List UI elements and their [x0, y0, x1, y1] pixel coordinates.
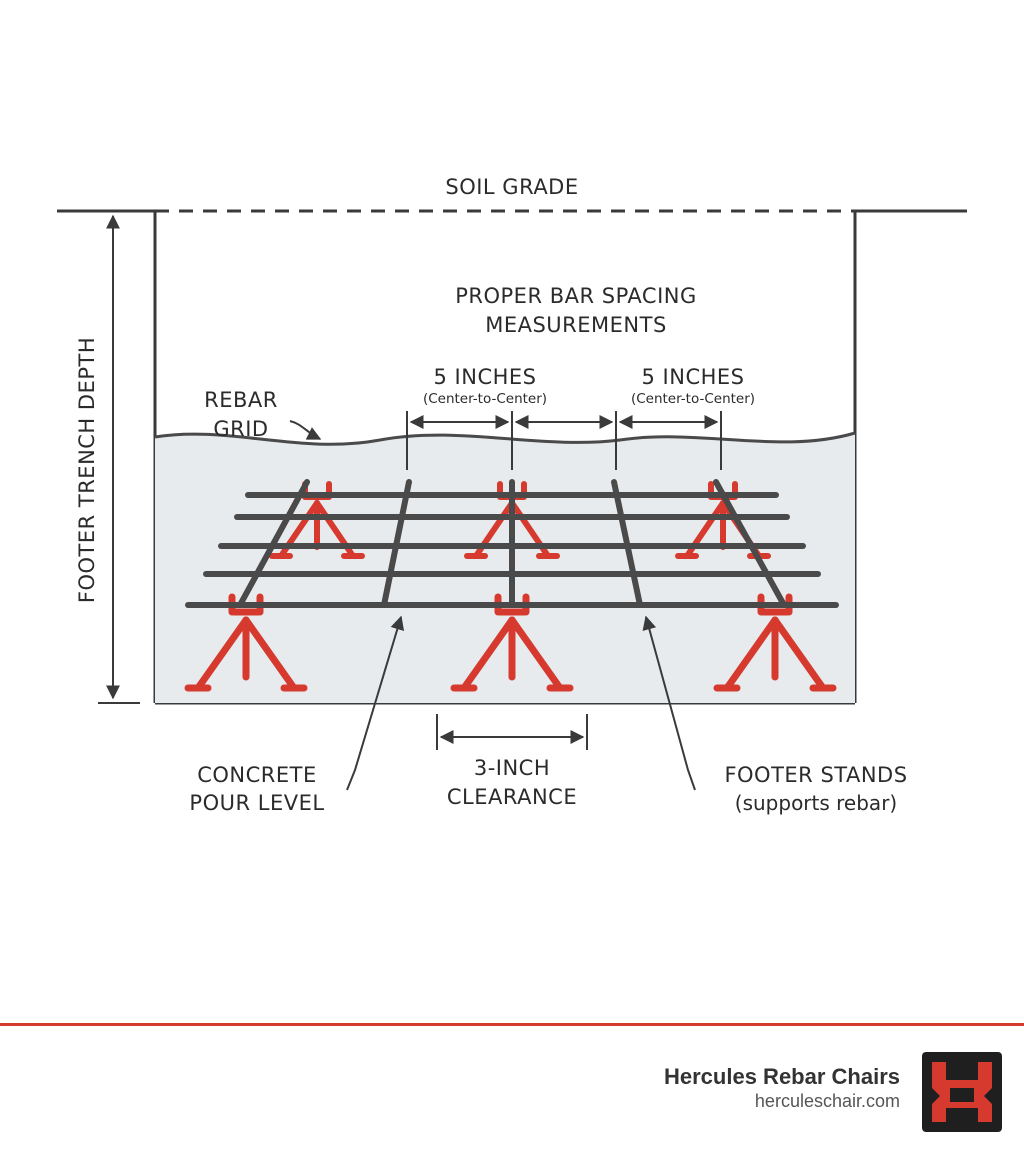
stands-label-line2: (supports rebar)	[735, 791, 897, 815]
spacing-dimensions	[406, 411, 722, 470]
spacing-left-label: 5 INCHES	[434, 365, 537, 389]
spacing-right-sublabel: (Center-to-Center)	[631, 391, 755, 407]
rebar-grid-label-line1: REBAR	[204, 388, 278, 412]
footer-stand	[450, 593, 574, 692]
rebar-grid-label-line2: GRID	[213, 417, 268, 441]
trench-depth-dimension	[98, 214, 140, 704]
spacing-right-label: 5 INCHES	[642, 365, 745, 389]
concrete-pour-line	[154, 431, 856, 446]
stands-label-line1: FOOTER STANDS	[724, 763, 907, 787]
spacing-title-line1: PROPER BAR SPACING	[455, 284, 697, 308]
spacing-title-line2: MEASUREMENTS	[485, 313, 667, 337]
concrete-pointer	[346, 615, 405, 791]
brand-url: herculeschair.com	[754, 1091, 900, 1111]
brand-block: Hercules Rebar Chairs herculeschair.com	[664, 1064, 900, 1112]
concrete-fill	[155, 433, 855, 703]
rebar-grid	[185, 479, 839, 608]
footer-diagram: FOOTER TRENCH DEPTH SOIL GRADE PROPER BA…	[57, 175, 967, 815]
concrete-label-line2: POUR LEVEL	[189, 791, 324, 815]
footer-stand	[184, 593, 308, 692]
hercules-logo-icon	[922, 1052, 1002, 1132]
clearance-label-line1: 3-INCH	[474, 756, 550, 780]
stands-pointer	[642, 615, 696, 791]
rebar-grid-pointer	[289, 420, 322, 440]
concrete-label-line1: CONCRETE	[197, 763, 317, 787]
footer-divider	[0, 1023, 1024, 1026]
trench-depth-label: FOOTER TRENCH DEPTH	[75, 337, 99, 603]
clearance-dimension	[436, 714, 588, 750]
spacing-left-sublabel: (Center-to-Center)	[423, 391, 547, 407]
soil-grade-label: SOIL GRADE	[445, 175, 578, 199]
clearance-label-line2: CLEARANCE	[447, 785, 577, 809]
brand-name: Hercules Rebar Chairs	[664, 1064, 900, 1089]
